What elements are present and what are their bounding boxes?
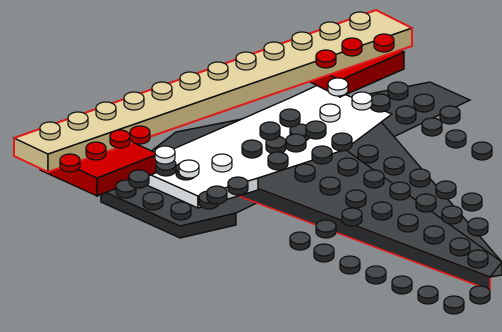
stud-dark-gray [227, 176, 249, 196]
stud-dark-gray [409, 168, 431, 188]
stud-red [109, 129, 131, 149]
stud-dark-gray [206, 185, 228, 205]
stud-dark-gray [421, 117, 443, 137]
stud-red [373, 33, 395, 53]
stud-dark-gray [365, 265, 387, 285]
stud-dark-gray [311, 145, 333, 165]
stud-dark-gray [435, 180, 457, 200]
stud-white [211, 153, 233, 173]
stud-dark-gray [363, 169, 385, 189]
stud-dark-gray [389, 181, 411, 201]
stud-dark-gray [345, 189, 367, 209]
stud-dark-gray [415, 193, 437, 213]
studs-group [39, 11, 493, 315]
stud-dark-gray [461, 192, 483, 212]
stud-dark-gray [395, 105, 417, 125]
stud-dark-gray [305, 120, 327, 140]
stud-dark-gray [469, 285, 491, 305]
stud-tan [207, 61, 229, 81]
stud-white [351, 91, 373, 111]
stud-tan [67, 111, 89, 131]
stud-dark-gray [128, 169, 150, 189]
stud-dark-gray [142, 191, 164, 211]
stud-white [154, 145, 176, 165]
stud-dark-gray [383, 156, 405, 176]
stud-dark-gray [170, 201, 192, 221]
stud-dark-gray [294, 163, 316, 183]
stud-dark-gray [391, 275, 413, 295]
stud-dark-gray [313, 243, 335, 263]
stud-dark-gray [115, 179, 137, 199]
stud-dark-gray [331, 132, 353, 152]
stud-red [59, 153, 81, 173]
stud-dark-gray [449, 237, 471, 257]
stud-dark-gray [259, 121, 281, 141]
stud-dark-gray [279, 108, 301, 128]
stud-dark-gray [371, 201, 393, 221]
stud-dark-gray [289, 231, 311, 251]
stud-tan [235, 51, 257, 71]
stud-red [315, 49, 337, 69]
stud-dark-gray [443, 295, 465, 315]
stud-dark-gray [267, 151, 289, 171]
stud-dark-gray [445, 129, 467, 149]
stud-dark-gray [319, 176, 341, 196]
stud-tan [123, 91, 145, 111]
stud-dark-gray [441, 205, 463, 225]
stud-dark-gray [369, 93, 391, 113]
stud-tan [95, 101, 117, 121]
stud-red [129, 125, 151, 145]
stud-tan [39, 121, 61, 141]
stud-dark-gray [397, 213, 419, 233]
stud-dark-gray [439, 105, 461, 125]
stud-dark-gray [357, 144, 379, 164]
stud-red [85, 141, 107, 161]
stud-dark-gray [413, 93, 435, 113]
stud-red [341, 37, 363, 57]
stud-tan [349, 11, 371, 31]
stud-dark-gray [337, 157, 359, 177]
stud-tan [263, 41, 285, 61]
stud-white [327, 77, 349, 97]
stud-dark-gray [315, 219, 337, 239]
stud-tan [179, 71, 201, 91]
stud-white [319, 103, 341, 123]
stud-dark-gray [285, 133, 307, 153]
stud-tan [319, 21, 341, 41]
stud-dark-gray [241, 139, 263, 159]
stud-dark-gray [471, 141, 493, 161]
stud-tan [291, 31, 313, 51]
stud-dark-gray [417, 285, 439, 305]
stud-dark-gray [339, 255, 361, 275]
stud-dark-gray [387, 81, 409, 101]
stud-dark-gray [467, 217, 489, 237]
stud-dark-gray [341, 207, 363, 227]
stud-dark-gray [423, 225, 445, 245]
stud-dark-gray [467, 249, 489, 269]
stud-tan [151, 81, 173, 101]
stud-white [178, 159, 200, 179]
